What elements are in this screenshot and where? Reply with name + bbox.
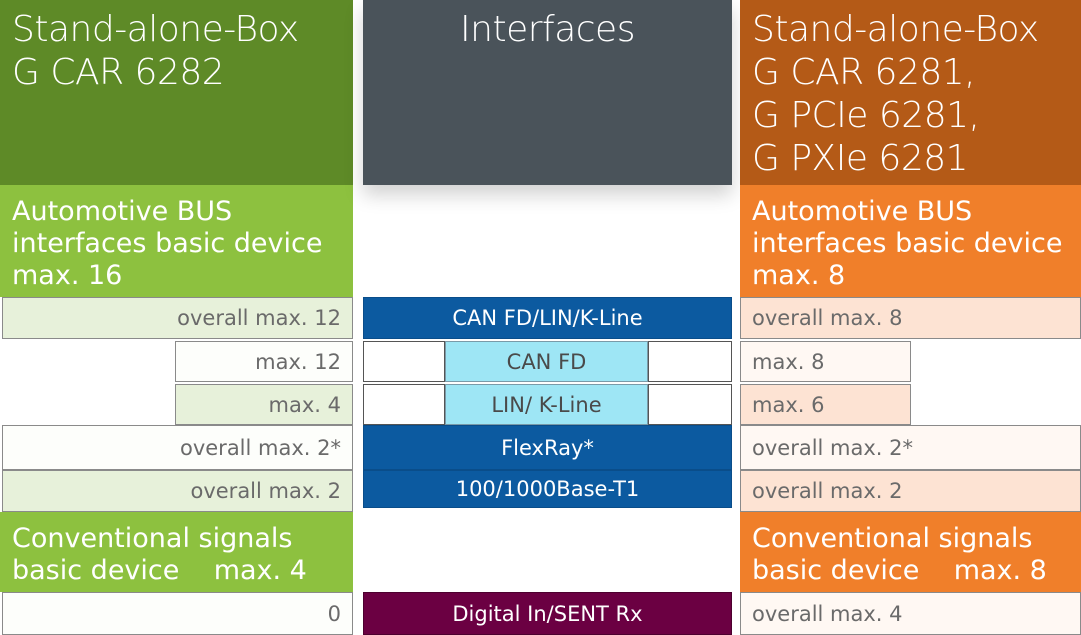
right-row-flexray: overall max. 2* bbox=[740, 425, 1081, 470]
left-conv-line2: basic device max. 4 bbox=[12, 555, 307, 586]
center-blank-right-1 bbox=[648, 341, 732, 382]
left-row-digital: 0 bbox=[2, 592, 353, 635]
right-bus-section: Automotive BUS interfaces basic device m… bbox=[740, 185, 1081, 297]
right-bus-line1: Automotive BUS bbox=[752, 196, 973, 227]
right-row-lin-kline: max. 6 bbox=[740, 384, 911, 425]
right-row-can-fd: max. 8 bbox=[740, 341, 911, 382]
right-row-ethernet: overall max. 2 bbox=[740, 470, 1081, 512]
left-bus-line3: max. 16 bbox=[12, 260, 123, 291]
right-title-line4: G PXIe 6281 bbox=[752, 138, 969, 179]
left-row-can-lin: overall max. 12 bbox=[2, 297, 353, 339]
center-blank-left-1 bbox=[363, 341, 445, 382]
left-row-flexray: overall max. 2* bbox=[2, 425, 353, 470]
right-bus-line3: max. 8 bbox=[752, 260, 846, 291]
center-title: Interfaces bbox=[460, 9, 635, 50]
right-conv-line1: Conventional signals bbox=[752, 523, 1033, 554]
center-header: Interfaces bbox=[363, 0, 732, 185]
left-row-lin-kline: max. 4 bbox=[175, 384, 353, 425]
left-row-ethernet: overall max. 2 bbox=[2, 470, 353, 512]
right-bus-line2: interfaces basic device bbox=[752, 228, 1063, 259]
center-row-lin-kline: LIN/ K-Line bbox=[445, 384, 648, 425]
center-row-can-fd: CAN FD bbox=[445, 341, 648, 382]
right-conv-line2: basic device max. 8 bbox=[752, 555, 1047, 586]
right-row-digital: overall max. 4 bbox=[740, 592, 1081, 635]
right-header: Stand-alone-Box G CAR 6281, G PCIe 6281,… bbox=[740, 0, 1081, 185]
right-title-line1: Stand-alone-Box bbox=[752, 9, 1039, 50]
left-title-line1: Stand-alone-Box bbox=[12, 9, 299, 50]
left-bus-line1: Automotive BUS bbox=[12, 196, 233, 227]
left-row-can-fd: max. 12 bbox=[175, 341, 353, 382]
left-header: Stand-alone-Box G CAR 6282 bbox=[0, 0, 353, 185]
right-title-line2: G CAR 6281, bbox=[752, 52, 976, 93]
left-conv-line1: Conventional signals bbox=[12, 523, 293, 554]
center-row-digital: Digital In/SENT Rx bbox=[363, 592, 732, 635]
center-blank-left-2 bbox=[363, 384, 445, 425]
right-conv-section: Conventional signals basic device max. 8 bbox=[740, 512, 1081, 592]
right-title-line3: G PCIe 6281, bbox=[752, 95, 980, 136]
center-row-ethernet: 100/1000Base-T1 bbox=[363, 470, 732, 508]
left-conv-section: Conventional signals basic device max. 4 bbox=[0, 512, 353, 592]
center-blank-right-2 bbox=[648, 384, 732, 425]
center-row-flexray: FlexRay* bbox=[363, 425, 732, 470]
right-row-can-lin: overall max. 8 bbox=[740, 297, 1081, 339]
center-row-can-lin: CAN FD/LIN/K-Line bbox=[363, 297, 732, 339]
left-bus-line2: interfaces basic device bbox=[12, 228, 323, 259]
left-bus-section: Automotive BUS interfaces basic device m… bbox=[0, 185, 353, 297]
left-title-line2: G CAR 6282 bbox=[12, 52, 225, 93]
